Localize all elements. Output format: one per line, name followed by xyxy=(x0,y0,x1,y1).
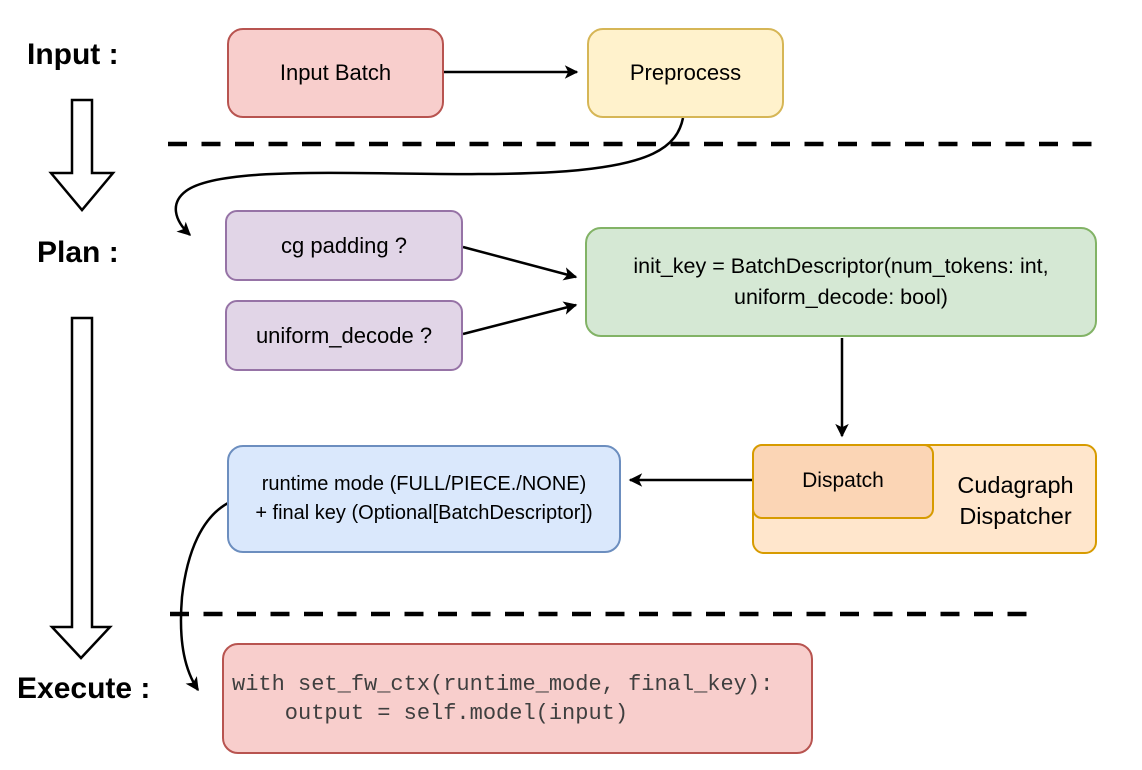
flow-arrow-plan-to-execute xyxy=(49,316,113,660)
node-execute-code: with set_fw_ctx(runtime_mode, final_key)… xyxy=(222,643,813,754)
node-init-key: init_key = BatchDescriptor(num_tokens: i… xyxy=(585,227,1097,337)
arrow-cg-padding-to-init-key xyxy=(462,245,578,281)
node-input-batch: Input Batch xyxy=(227,28,444,118)
node-cg-padding: cg padding ? xyxy=(225,210,463,281)
arrow-uniform-decode-to-init-key xyxy=(462,301,578,336)
node-dispatch: Dispatch xyxy=(752,444,934,519)
flow-arrow-input-to-plan xyxy=(48,98,116,212)
arrow-preprocess-to-cg-padding xyxy=(174,117,685,236)
node-preprocess: Preprocess xyxy=(587,28,784,118)
section-label-execute: Execute : xyxy=(17,672,151,705)
node-runtime-mode: runtime mode (FULL/PIECE./NONE) + final … xyxy=(227,445,621,553)
arrow-runtime-mode-to-execute-code xyxy=(179,500,231,692)
section-label-plan: Plan : xyxy=(37,236,119,269)
section-label-input: Input : xyxy=(27,38,119,71)
node-uniform-decode: uniform_decode ? xyxy=(225,300,463,371)
cudagraph-dispatcher-label: Cudagraph Dispatcher xyxy=(957,472,1074,529)
